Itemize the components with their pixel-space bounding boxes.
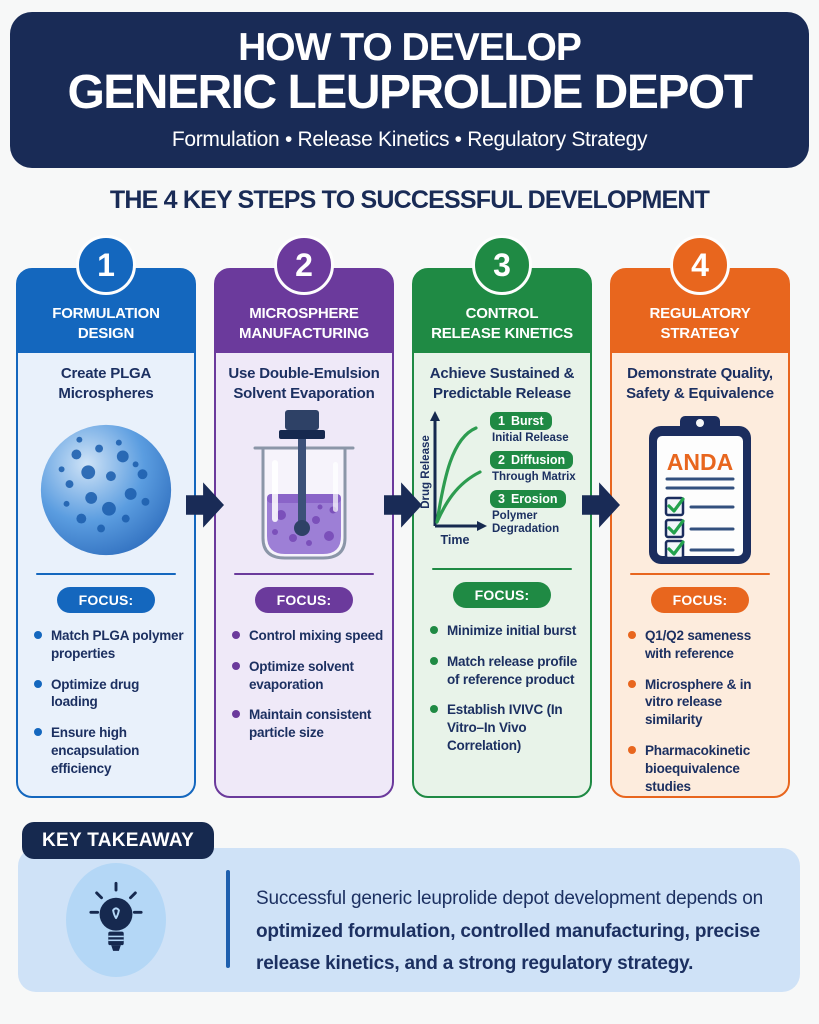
list-item: Q1/Q2 sameness with reference [628,627,780,663]
focus-pill: FOCUS: [56,587,156,613]
step-title-line1: REGULATORY [649,305,751,322]
release-phase-legend: 1 Burst Initial Release 2 Diffusion Thro… [490,408,587,537]
hero-title-line1: HOW TO DEVELOP [238,25,582,69]
list-item: Control mixing speed [232,627,384,645]
step-card-formulation-design: 1 FORMULATION DESIGN Create PLGA Microsp… [16,235,196,798]
bullet-dot-icon [34,728,42,737]
step-number-badge: 4 [670,235,730,295]
x-axis-label: Time [441,533,470,547]
key-takeaway-panel: Successful generic leuprolide depot deve… [18,848,800,992]
phase-badge: 1 Burst [490,411,552,430]
list-item: Ensure high encapsulation efficiency [34,724,186,777]
focus-bullets: Minimize initial burst Match release pro… [430,622,582,755]
step-title-line2: DESIGN [77,324,135,342]
list-item: Pharmacokinetic bioequivalence studies [628,742,780,795]
y-axis-label: Drug Release [420,435,432,509]
phase-badge: 3 Erosion [490,489,566,508]
bullet-dot-icon [232,631,240,639]
hero-banner: HOW TO DEVELOP GENERIC LEUPROLIDE DEPOT … [10,12,809,168]
list-item: Microsphere & in vitro release similarit… [628,676,780,729]
list-item: Optimize drug loading [34,676,186,712]
step-caption: Achieve Sustained & Predictable Release [429,365,575,403]
list-item: Match release profile of reference produ… [430,653,582,689]
list-item: Match PLGA polymer properties [34,627,186,663]
phase-sub-label: Through Matrix [492,470,576,483]
bullet-dot-icon [430,705,438,714]
steps-row: 1 FORMULATION DESIGN Create PLGA Microsp… [16,235,804,800]
hero-title-line2: GENERIC LEUPROLIDE DEPOT [67,66,753,120]
hero-subtitle: Formulation • Release Kinetics • Regulat… [171,128,648,152]
focus-bullets: Q1/Q2 sameness with reference Microspher… [628,627,780,796]
phase-sub-label: Polymer Degradation [492,509,560,536]
focus-bullets: Match PLGA polymer properties Optimize d… [34,627,186,778]
card-divider [36,572,176,575]
bullet-dot-icon [430,656,438,665]
focus-pill: FOCUS: [254,587,354,613]
focus-pill: FOCUS: [650,587,750,613]
checklist-rows [664,496,735,560]
step-title-line1: CONTROL [465,305,539,322]
bullet-dot-icon [232,661,240,670]
step-number-badge: 3 [472,235,532,295]
step-caption: Create PLGA Microspheres [58,365,154,403]
beaker-stirrer-icon [253,410,355,560]
key-takeaway-text: Successful generic leuprolide depot deve… [256,888,764,975]
step-illustration: ANDA [612,408,788,573]
bullet-dot-icon [628,679,636,688]
list-item: Optimize solvent evaporation [232,658,384,694]
bullet-dot-icon [430,626,438,634]
list-item: Minimize initial burst [430,622,582,640]
key-takeaway-tab: KEY TAKEAWAY [22,822,215,859]
step-card-control-release-kinetics: 3 CONTROL RELEASE KINETICS Achieve Susta… [412,235,592,798]
anda-label: ANDA [667,449,733,475]
step-title-line2: RELEASE KINETICS [431,324,573,342]
step-card-regulatory-strategy: 4 REGULATORY STRATEGY Demonstrate Qualit… [610,235,790,798]
drug-release-axes-icon: Drug Release Time [420,410,487,547]
section-title: THE 4 KEY STEPS TO SUCCESSFUL DEVELOPMEN… [109,186,710,214]
phase-badge: 2 Diffusion [490,450,574,469]
release-profile-chart: Drug Release Time 1 Burst Initial Releas… [414,408,590,568]
card-divider [630,572,770,575]
phase-sub-label: Initial Release [492,431,569,444]
microsphere-icon [40,424,172,556]
bullet-dot-icon [628,631,636,639]
list-item: Establish IVIVC (In Vitro–In Vivo Correl… [430,701,582,754]
step-illustration [216,408,392,573]
step-illustration [18,408,194,573]
step-number-badge: 2 [274,235,334,295]
lightbulb-icon [89,881,143,951]
lightbulb-badge [66,863,166,977]
step-number-badge: 1 [76,235,136,295]
step-card-microsphere-manufacturing: 2 MICROSPHERE MANUFACTURING Use Double-E… [214,235,394,798]
anda-clipboard-icon: ANDA [649,416,751,564]
step-title-line2: STRATEGY [660,324,740,342]
step-title-line2: MANUFACTURING [239,324,369,342]
card-divider [432,567,572,570]
bullet-dot-icon [34,631,42,639]
bullet-dot-icon [628,746,636,755]
focus-pill: FOCUS: [452,582,552,608]
card-divider [234,572,374,575]
bullet-dot-icon [232,710,240,719]
legend-entry: 1 Burst Initial Release [490,411,587,445]
vertical-divider [226,870,230,968]
step-header: MICROSPHERE MANUFACTURING [215,269,393,353]
step-title-line1: FORMULATION [52,305,160,322]
step-caption: Use Double-Emulsion Solvent Evaporation [228,365,380,403]
legend-entry: 2 Diffusion Through Matrix [490,450,587,484]
legend-entry: 3 Erosion Polymer Degradation [490,489,587,536]
focus-bullets: Control mixing speed Optimize solvent ev… [232,627,384,742]
bullet-dot-icon [34,679,42,688]
step-title-line1: MICROSPHERE [249,305,359,322]
list-item: Maintain consistent particle size [232,706,384,742]
step-caption: Demonstrate Quality, Safety & Equivalenc… [626,365,774,403]
